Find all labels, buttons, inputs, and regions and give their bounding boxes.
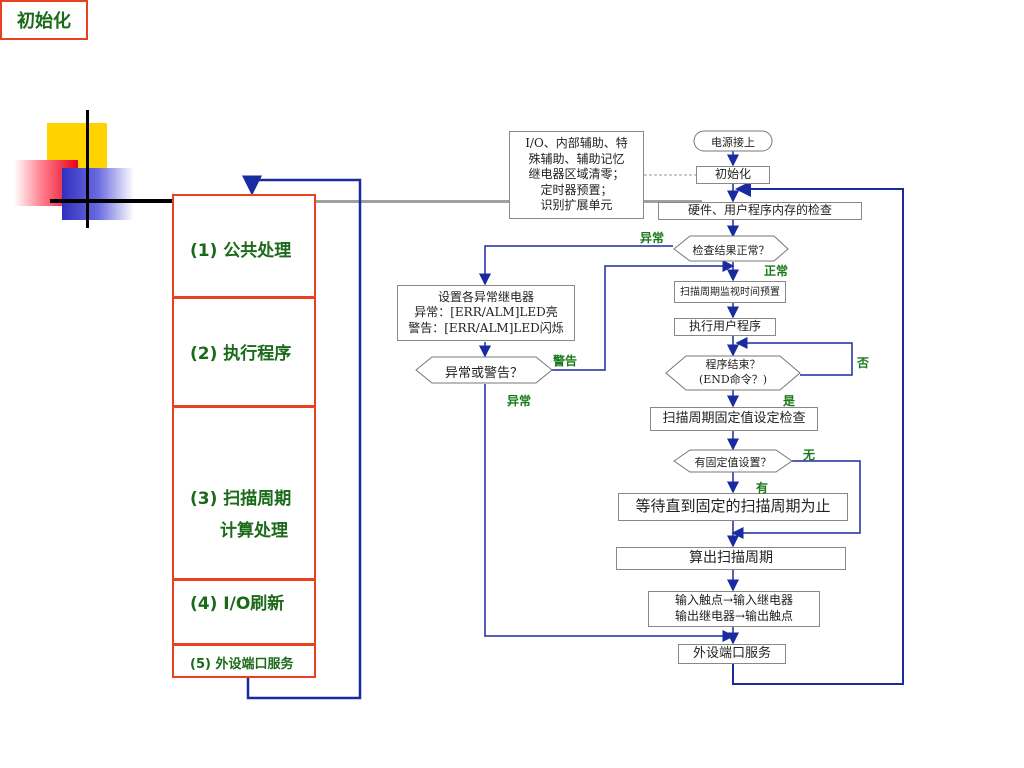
program-end-line: (END命令？) <box>698 372 768 386</box>
stage-peripheral-service: (5) 外设端口服务 <box>172 644 316 678</box>
note-line: 定时器预置； <box>540 182 613 197</box>
wait-fixed-label: 等待直到固定的扫描周期为止 <box>635 497 831 516</box>
note-line: 殊辅助、辅助记忆 <box>528 151 625 166</box>
hw-check-label: 硬件、用户程序内存的检查 <box>687 203 832 218</box>
wait-fixed-node: 等待直到固定的扫描周期为止 <box>618 493 848 521</box>
stage-label: (4) I/O刷新 <box>190 594 285 614</box>
label-no: 否 <box>857 356 870 370</box>
stage-label: (3) 扫描周期 <box>190 489 292 509</box>
stage-label-line2: 计算处理 <box>220 521 288 541</box>
scan-timer-preset-label: 扫描周期监视时间预置 <box>680 286 780 298</box>
calc-scan-label: 算出扫描周期 <box>689 550 773 567</box>
scan-fixed-check-node: 扫描周期固定值设定检查 <box>650 407 818 431</box>
fixed-set-decision: 有固定值设置？ <box>694 456 772 469</box>
io-refresh-line: 输出继电器→输出触点 <box>674 609 794 623</box>
peripheral-label: 外设端口服务 <box>692 645 771 661</box>
stage-execute-program: (2) 执行程序 <box>172 297 316 407</box>
stage-label: (1) 公共处理 <box>190 241 292 261</box>
check-ok-decision: 检查结果正常？ <box>692 244 770 257</box>
set-error-line: 异常：[ERR/ALM]LED亮 <box>414 305 558 320</box>
note-line: 识别扩展单元 <box>540 198 613 213</box>
set-error-relay-node: 设置各异常继电器 异常：[ERR/ALM]LED亮 警告：[ERR/ALM]LE… <box>397 285 575 341</box>
deco-horizontal-line <box>50 199 172 203</box>
label-abnormal-bottom: 异常 <box>507 394 532 408</box>
io-refresh-node: 输入触点→输入继电器 输出继电器→输出触点 <box>648 591 820 627</box>
label-warning: 警告 <box>553 354 578 368</box>
init-title-label: 初始化 <box>17 11 71 32</box>
stage-common-processing: (1) 公共处理 <box>172 194 316 298</box>
label-abnormal-top: 异常 <box>640 231 665 245</box>
deco-gray-line <box>172 200 702 203</box>
label-none: 无 <box>803 448 816 462</box>
power-on-node: 电源接上 <box>711 136 755 149</box>
set-error-line: 设置各异常继电器 <box>437 289 534 304</box>
program-end-line: 程序结束？ <box>705 358 761 371</box>
label-yes: 是 <box>783 394 796 408</box>
io-refresh-line: 输入触点→输入继电器 <box>674 593 794 608</box>
stage-label: (5) 外设端口服务 <box>190 657 294 672</box>
note-line: 继电器区域清零； <box>528 167 625 182</box>
error-or-warning-decision: 异常或警告？ <box>444 366 523 381</box>
program-end-decision: 程序结束？ (END命令？) <box>666 358 800 388</box>
deco-vertical-line <box>86 110 89 228</box>
run-user-program-node: 执行用户程序 <box>674 318 776 336</box>
calc-scan-node: 算出扫描周期 <box>616 547 846 570</box>
init-node-label: 初始化 <box>714 167 751 182</box>
stage-scan-cycle: (3) 扫描周期 计算处理 <box>172 406 316 580</box>
scan-timer-preset-node: 扫描周期监视时间预置 <box>674 281 786 303</box>
label-normal: 正常 <box>764 264 789 278</box>
deco-blue-gradient <box>62 168 134 220</box>
note-box: I/O、内部辅助、特 殊辅助、辅助记忆 继电器区域清零； 定时器预置； 识别扩展… <box>509 131 644 219</box>
run-user-program-label: 执行用户程序 <box>688 319 761 334</box>
init-title: 初始化 <box>0 0 88 40</box>
set-error-line: 警告：[ERR/ALM]LED闪烁 <box>408 320 564 335</box>
label-have: 有 <box>756 481 769 495</box>
init-node: 初始化 <box>696 166 770 184</box>
stage-label: (2) 执行程序 <box>190 344 292 364</box>
stage-io-refresh: (4) I/O刷新 <box>172 579 316 645</box>
hw-check-node: 硬件、用户程序内存的检查 <box>658 202 862 220</box>
note-line: I/O、内部辅助、特 <box>525 136 628 151</box>
scan-fixed-check-label: 扫描周期固定值设定检查 <box>662 410 806 426</box>
peripheral-node: 外设端口服务 <box>678 644 786 664</box>
